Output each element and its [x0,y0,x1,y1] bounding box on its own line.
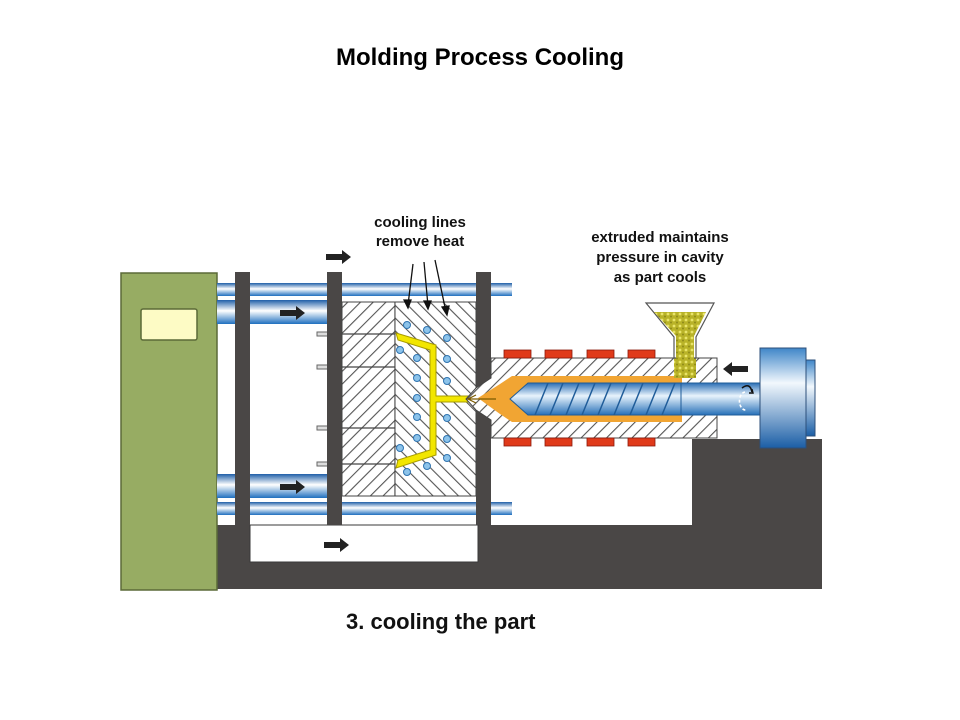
rotation-icon [738,384,754,411]
moving-platen [327,272,342,525]
arrow-right-icon [324,538,349,552]
annotation-extruder-3: as part cools [614,269,707,286]
flow-arrow-icon [466,394,496,404]
arrow-right-icon [280,480,305,494]
arrow-right-icon [280,306,305,320]
annotation-extruder-1: extruded maintains [591,229,729,246]
heater-bands [503,349,656,447]
control-cabinet [120,272,218,591]
diagram-caption: 3. cooling the part [346,609,536,634]
hopper [644,302,715,376]
cooling-channels [396,321,451,476]
slide-title: Molding Process Cooling [335,44,624,71]
annotation-cooling-lines-1: cooling lines [374,214,466,231]
reciprocating-screw [509,382,761,416]
rear-platen [235,272,250,525]
arrow-left-icon [723,362,748,376]
drive-unit [759,347,816,449]
machine-base [216,439,822,589]
control-panel-display [140,308,198,341]
molded-part [395,332,477,469]
annotation-cooling-lines-2: remove heat [376,233,464,250]
annotation-leader-lines [402,259,450,317]
annotation-extruder-2: pressure in cavity [596,249,724,266]
arrow-right-icon [326,250,351,264]
